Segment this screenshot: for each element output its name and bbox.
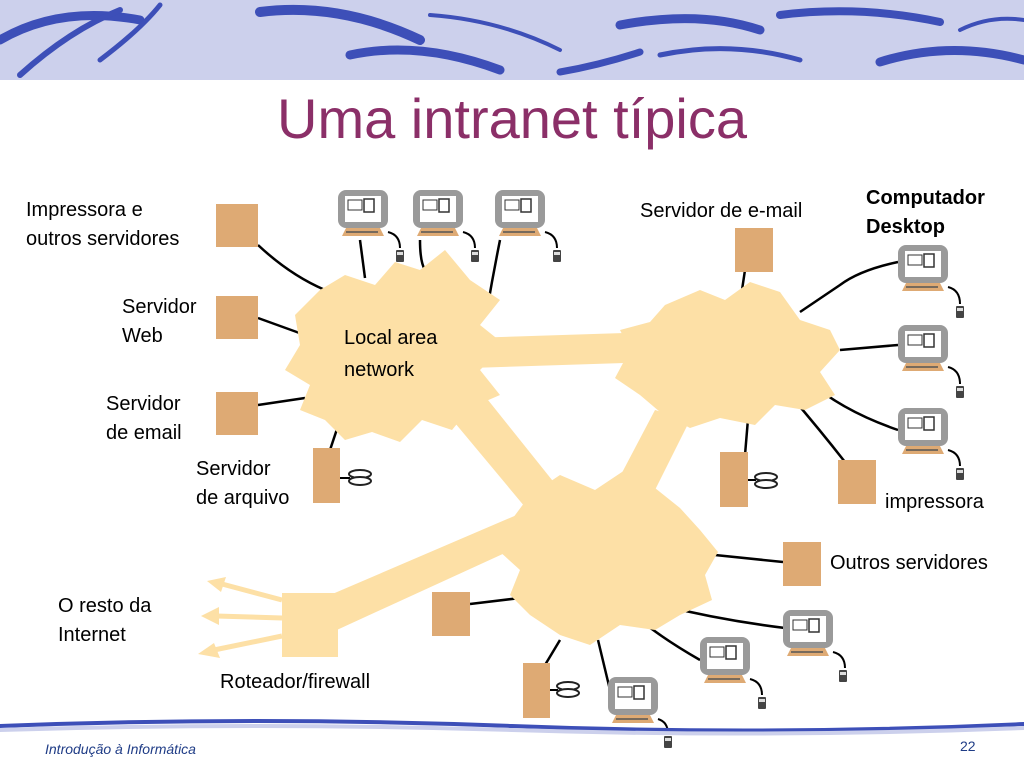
server-boxes <box>216 204 876 718</box>
file-server-box <box>313 448 340 503</box>
label-email-server-left: Servidor de email <box>106 393 182 444</box>
label-router: Roteador/firewall <box>220 671 371 693</box>
disk-icon <box>340 469 372 486</box>
label-web-server: Servidor Web <box>122 296 197 347</box>
lan-cloud-bottom <box>498 470 718 645</box>
lan-cloud-right <box>615 282 840 428</box>
email-server-right-box <box>735 228 773 272</box>
label-internet: O resto da Internet <box>58 595 152 646</box>
disk-icon <box>748 472 778 489</box>
email-server-left-box <box>216 392 258 435</box>
desktop-computer-icon <box>897 407 964 480</box>
bottom-server-box <box>432 592 470 636</box>
desktop-computer-icon <box>412 189 479 262</box>
label-email-server-right: Servidor de e-mail <box>640 200 803 222</box>
disk-icon <box>550 681 580 698</box>
other-servers-box <box>783 542 821 586</box>
header-banner <box>0 0 1024 80</box>
desktop-computer-icon <box>494 189 561 262</box>
page-number: 22 <box>960 738 976 754</box>
internet-arrows <box>198 577 283 658</box>
label-printer: impressora <box>885 491 984 513</box>
desktop-computer-icon <box>782 609 847 682</box>
printer-box <box>838 460 876 504</box>
bottom-file-server-box <box>523 663 550 718</box>
desktop-computer-icon <box>897 244 964 318</box>
label-file-server: Servidor de arquivo <box>196 458 290 509</box>
label-other-servers: Outros servidores <box>830 552 988 574</box>
web-server-box <box>216 296 258 339</box>
label-printer-servers: Impressora e outros servidores <box>26 199 180 250</box>
lan-cloud-left <box>285 250 505 442</box>
desktop-computer-icon <box>337 189 404 262</box>
desktop-computer-icon <box>897 324 964 398</box>
printer-servers-box <box>216 204 258 247</box>
footer-course-title: Introdução à Informática <box>45 741 196 757</box>
right-file-server-box <box>720 452 748 507</box>
footer-wave-line <box>0 719 1024 736</box>
label-desktop-computer: Computador Desktop <box>866 187 985 238</box>
router-firewall <box>282 593 338 657</box>
label-lan: Local area network <box>344 327 438 381</box>
slide-title: Uma intranet típica <box>277 87 747 150</box>
desktop-computer-icon <box>699 636 766 709</box>
